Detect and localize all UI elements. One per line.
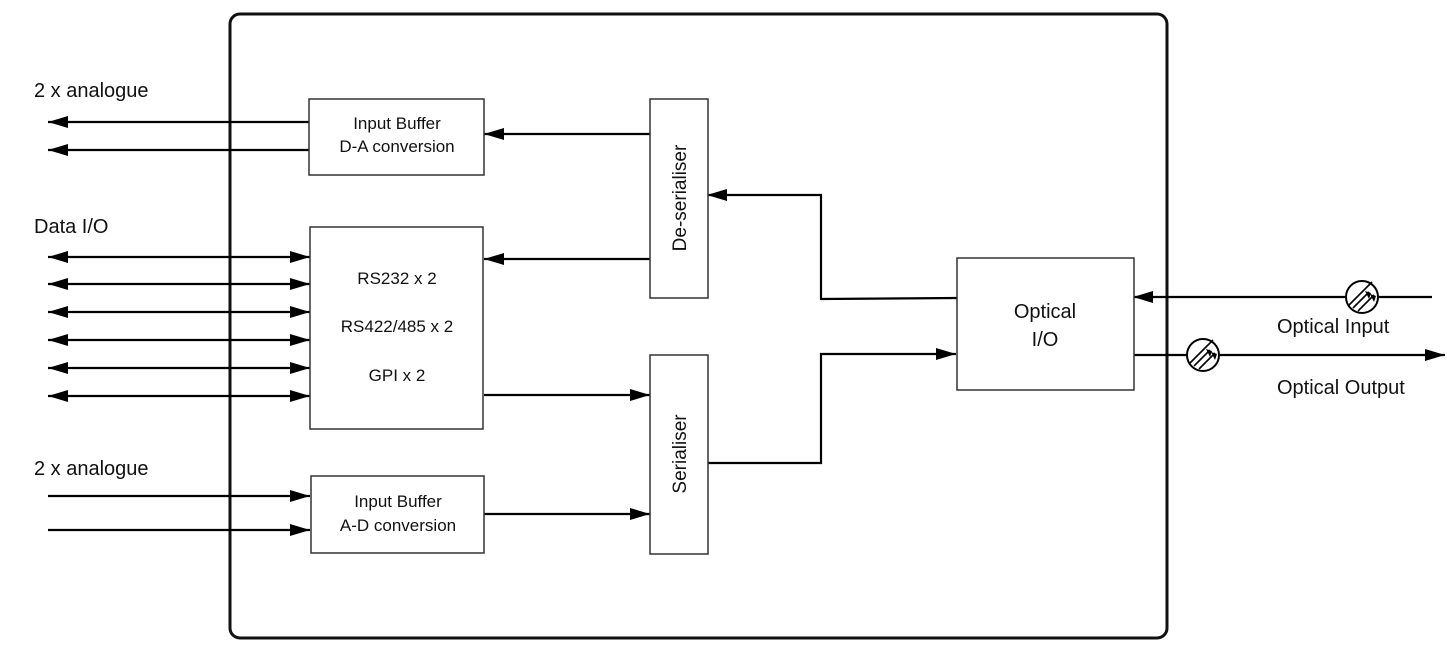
deserialiser-label: De-serialiser	[670, 144, 691, 251]
ser-to-optical-wire	[708, 348, 956, 465]
optical-io-line2: I/O	[1032, 329, 1059, 351]
analogue-output-label: 2 x analogue	[34, 80, 149, 102]
ad-buffer-line1: Input Buffer	[354, 492, 442, 511]
optical-input-label: Optical Input	[1277, 316, 1390, 338]
ad-buffer-block: Input Buffer A-D conversion	[310, 475, 485, 554]
optical-connector-icon	[1186, 338, 1220, 372]
analogue-input-label: 2 x analogue	[34, 458, 149, 480]
ad-buffer-line2: A-D conversion	[340, 516, 456, 535]
rs232-label: RS232 x 2	[357, 269, 436, 288]
serialiser-label: Serialiser	[670, 414, 691, 494]
optical-output-label: Optical Output	[1277, 377, 1405, 399]
rs422-label: RS422/485 x 2	[341, 317, 453, 336]
da-buffer-block: Input Buffer D-A conversion	[308, 98, 485, 176]
data-interface-block: RS232 x 2 RS422/485 x 2 GPI x 2	[309, 226, 484, 430]
deserialiser-block: De-serialiser	[649, 98, 709, 299]
optical-connector-icon	[1345, 280, 1379, 314]
da-buffer-line1: Input Buffer	[353, 114, 441, 133]
optical-io-line1: Optical	[1014, 301, 1076, 323]
data-io-label: Data I/O	[34, 216, 108, 238]
serialiser-block: Serialiser	[649, 354, 709, 555]
da-buffer-line2: D-A conversion	[339, 137, 454, 156]
gpi-label: GPI x 2	[369, 366, 426, 385]
optical-io-block: Optical I/O	[956, 257, 1135, 391]
optical-to-deser-wire	[707, 189, 959, 301]
